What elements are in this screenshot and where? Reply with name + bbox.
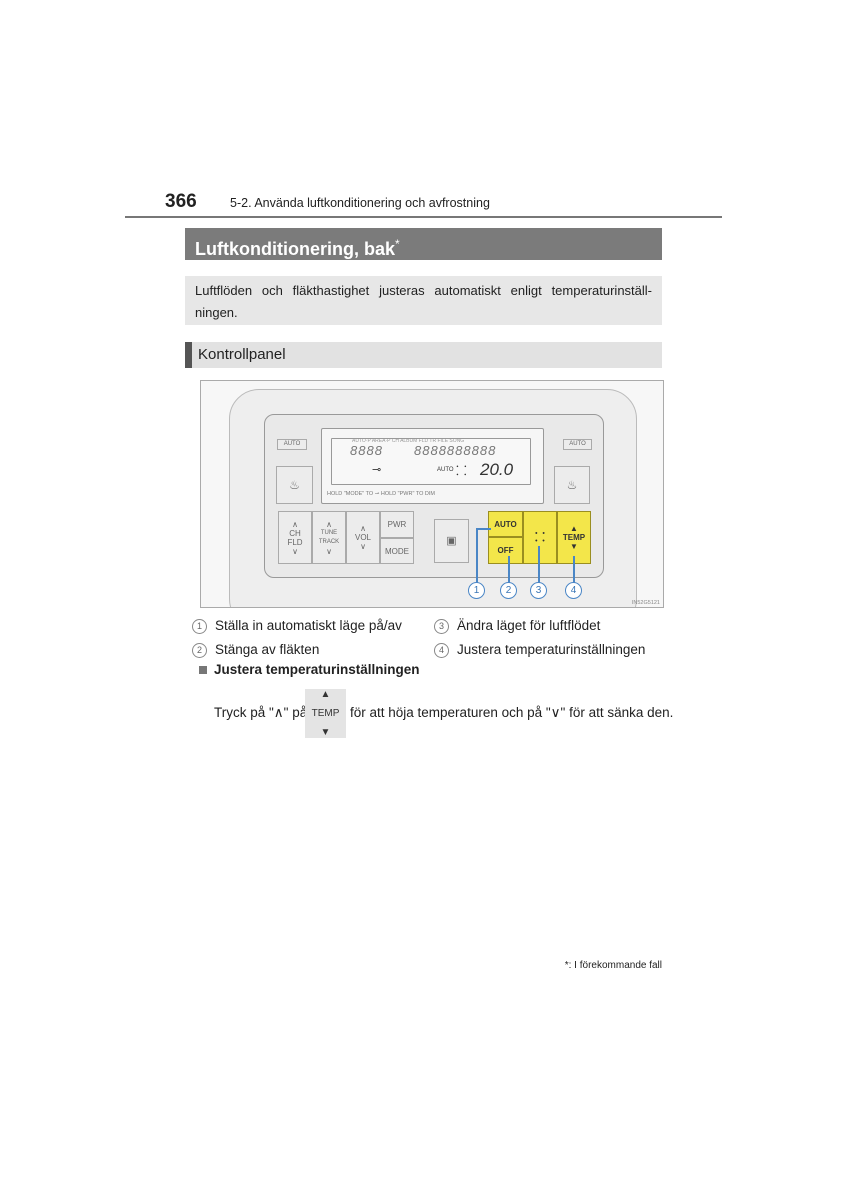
header-rule <box>125 216 722 218</box>
left-seat-heater-button[interactable]: ♨ <box>276 466 313 504</box>
legend-text: Stänga av fläkten <box>215 642 320 657</box>
key-icon: ⊸ <box>372 464 382 476</box>
legend-item-3: 3 Ändra läget för luftflödet <box>434 618 600 634</box>
auto-button[interactable]: AUTO <box>488 511 523 537</box>
legend-item-2: 2 Stänga av fläkten <box>192 642 319 658</box>
pwr-button[interactable]: PWR <box>380 511 414 538</box>
number-circle: 3 <box>434 619 449 634</box>
callout-2: 2 <box>500 582 517 599</box>
lcd-segments: 8888 <box>350 443 383 458</box>
square-bullet-icon <box>199 666 207 674</box>
vol-button[interactable]: ∧VOL∨ <box>346 511 380 564</box>
tune-track-label: TUNE TRACK <box>318 529 340 545</box>
instruction-text: för att höja temperaturen och på "∨" för… <box>350 705 674 720</box>
section-title-text: Luftkonditionering, bak <box>195 239 395 259</box>
footnote: *: I förekommande fall <box>564 960 662 971</box>
footnote-mark: * <box>395 237 400 251</box>
control-panel-illustration: AUTO·P AREA·P CH ALBUM FLD TR FILE SONG … <box>200 380 664 608</box>
number-circle: 4 <box>434 643 449 658</box>
airflow-icon: ⸬ <box>456 463 467 478</box>
mode-button[interactable]: MODE <box>380 538 414 564</box>
number-circle: 1 <box>192 619 207 634</box>
right-seat-heater-button[interactable]: ♨ <box>554 466 590 504</box>
temp-label: TEMP <box>562 533 586 542</box>
section-title: Luftkonditionering, bak* <box>185 228 662 260</box>
chapter-title: 5-2. Använda luftkonditionering och avfr… <box>230 196 490 210</box>
instruction-text: Tryck på "∧" på <box>214 705 308 720</box>
callout-line <box>476 528 478 584</box>
number-circle: 2 <box>192 643 207 658</box>
legend-item-1: 1 Ställa in automatiskt läge på/av <box>192 618 402 634</box>
left-auto-indicator: AUTO <box>277 439 307 450</box>
intro-box: Luftflöden och fläkthastighet justeras a… <box>185 276 662 325</box>
defrost-button[interactable]: ▣ <box>434 519 469 563</box>
callout-line <box>538 546 540 584</box>
legend-text: Ställa in automatiskt läge på/av <box>215 618 402 633</box>
callout-4: 4 <box>565 582 582 599</box>
lcd-display: AUTO·P AREA·P CH ALBUM FLD TR FILE SONG … <box>331 438 531 485</box>
temp-button-icon: ▲TEMP▼ <box>305 689 346 738</box>
callout-3: 3 <box>530 582 547 599</box>
subheading: Kontrollpanel <box>185 342 662 368</box>
page-number: 366 <box>165 191 197 212</box>
lcd-top-text: AUTO·P AREA·P CH ALBUM FLD TR FILE SONG <box>352 438 465 444</box>
airflow-mode-button[interactable]: ⸬ <box>523 511 557 564</box>
ch-fld-label: CH FLD <box>287 528 303 547</box>
ch-fld-button[interactable]: ∧CH FLD∨ <box>278 511 312 564</box>
lcd-auto: AUTO <box>437 467 454 473</box>
figure-code: IN52G5121 <box>631 600 660 606</box>
callout-1: 1 <box>468 582 485 599</box>
lcd-temperature: 20.0 <box>480 460 514 479</box>
off-button[interactable]: OFF <box>488 537 523 564</box>
callout-line <box>508 556 510 584</box>
legend-item-4: 4 Justera temperaturinställningen <box>434 642 645 658</box>
temp-button[interactable]: ▲TEMP▼ <box>557 511 591 564</box>
lcd-hint: HOLD "MODE" TO ⊸ HOLD "PWR" TO DIM <box>327 491 435 497</box>
tune-track-button[interactable]: ∧TUNE TRACK∨ <box>312 511 346 564</box>
legend-text: Justera temperaturinställningen <box>457 642 646 657</box>
right-auto-indicator: AUTO <box>563 439 592 450</box>
section-heading: Justera temperaturinställningen <box>214 662 420 677</box>
callout-line <box>573 556 575 584</box>
callout-line <box>476 528 491 530</box>
temp-icon-label: TEMP <box>311 708 340 719</box>
legend-text: Ändra läget för luftflödet <box>457 618 601 633</box>
vol-label: VOL <box>354 533 371 542</box>
lcd-segments: 8888888888 <box>414 443 497 458</box>
